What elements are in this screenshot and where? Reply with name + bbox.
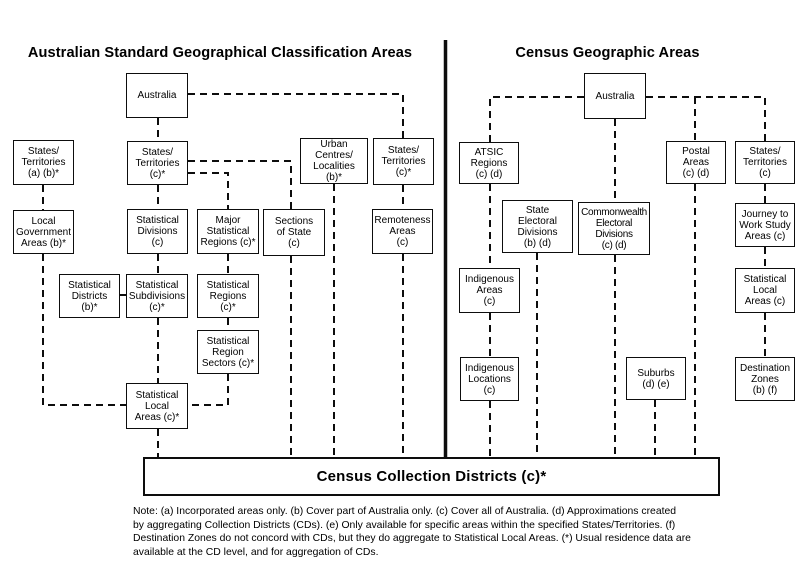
node-asgc-statistical-local-areas: Statistical Local Areas (c)* (126, 383, 188, 429)
node-census-state-electoral-divisions: State Electoral Divisions (b) (d) (502, 200, 573, 253)
node-asgc-statistical-region-sectors: Statistical Region Sectors (c)* (197, 330, 259, 374)
footnote: Note: (a) Incorporated areas only. (b) C… (133, 505, 691, 559)
node-census-indigenous-areas: Indigenous Areas (c) (459, 268, 520, 313)
node-asgc-states-territories-ab: States/ Territories (a) (b)* (13, 140, 74, 185)
node-census-journey-to-work-study-areas: Journey to Work Study Areas (c) (735, 203, 795, 247)
node-asgc-remoteness-areas: Remoteness Areas (c) (372, 209, 433, 254)
asgc-connectors (42, 93, 404, 457)
node-census-postal-areas: Postal Areas (c) (d) (666, 141, 726, 184)
node-census-atsic-regions: ATSIC Regions (c) (d) (459, 142, 519, 184)
node-census-indigenous-locations: Indigenous Locations (c) (460, 357, 519, 401)
node-asgc-sections-of-state: Sections of State (c) (263, 209, 325, 256)
census-connectors (489, 96, 766, 457)
node-asgc-statistical-regions: Statistical Regions (c)* (197, 274, 259, 318)
node-census-collection-districts: Census Collection Districts (c)* (143, 457, 720, 496)
footnote-line: Note: (a) Incorporated areas only. (b) C… (133, 506, 677, 517)
footnote-line: Destination Zones do not concord with CD… (133, 533, 691, 545)
node-asgc-urban-centres-localities: Urban Centres/ Localities (b)* (300, 138, 368, 184)
census-section-title: Census Geographic Areas (515, 45, 700, 61)
node-asgc-local-government-areas: Local Government Areas (b)* (13, 210, 74, 254)
node-census-suburbs: Suburbs (d) (e) (626, 357, 686, 400)
footnote-line: available at the CD level, and for aggre… (133, 546, 379, 558)
node-census-commonwealth-electoral-divisions: Commonwealth Electoral Divisions (c) (d) (578, 202, 650, 255)
node-asgc-major-statistical-regions: Major Statistical Regions (c)* (197, 209, 259, 254)
node-census-statistical-local-areas: Statistical Local Areas (c) (735, 268, 795, 313)
node-asgc-australia: Australia (126, 73, 188, 118)
node-asgc-statistical-subdivisions: Statistical Subdivisions (c)* (126, 274, 188, 318)
node-asgc-statistical-districts: Statistical Districts (b)* (59, 274, 120, 318)
node-census-australia: Australia (584, 73, 646, 119)
node-census-destination-zones: Destination Zones (b) (f) (735, 357, 795, 401)
node-census-states-territories: States/ Territories (c) (735, 141, 795, 184)
asgc-section-title: Australian Standard Geographical Classif… (27, 45, 413, 61)
footnote-line: by aggregating Collection Districts (CDs… (133, 519, 676, 531)
node-asgc-statistical-divisions: Statistical Divisions (c) (127, 209, 188, 254)
node-asgc-states-territories-c: States/ Territories (c)* (127, 141, 188, 185)
node-asgc-states-territories-c2: States/ Territories (c)* (373, 138, 434, 185)
